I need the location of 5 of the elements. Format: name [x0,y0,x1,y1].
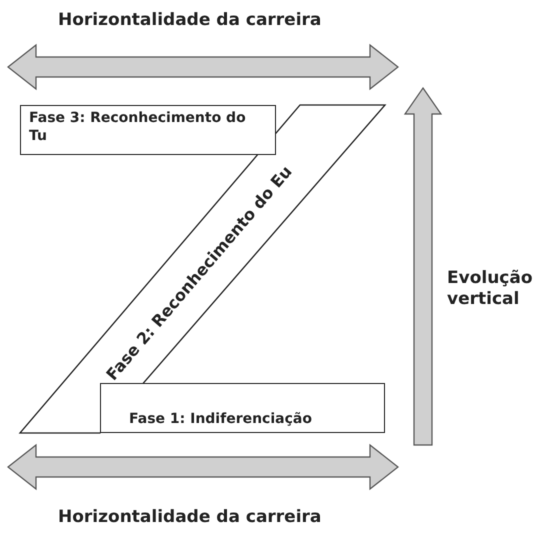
axis-label: Evolução vertical [447,268,534,310]
axis-label: Horizontalidade da carreira [58,507,322,528]
axis-label: Horizontalidade da carreira [58,10,322,32]
phase-box: Fase 1: Indiferenciação [100,383,385,433]
phase-box: Fase 3: Reconhecimento do Tu [20,105,276,155]
